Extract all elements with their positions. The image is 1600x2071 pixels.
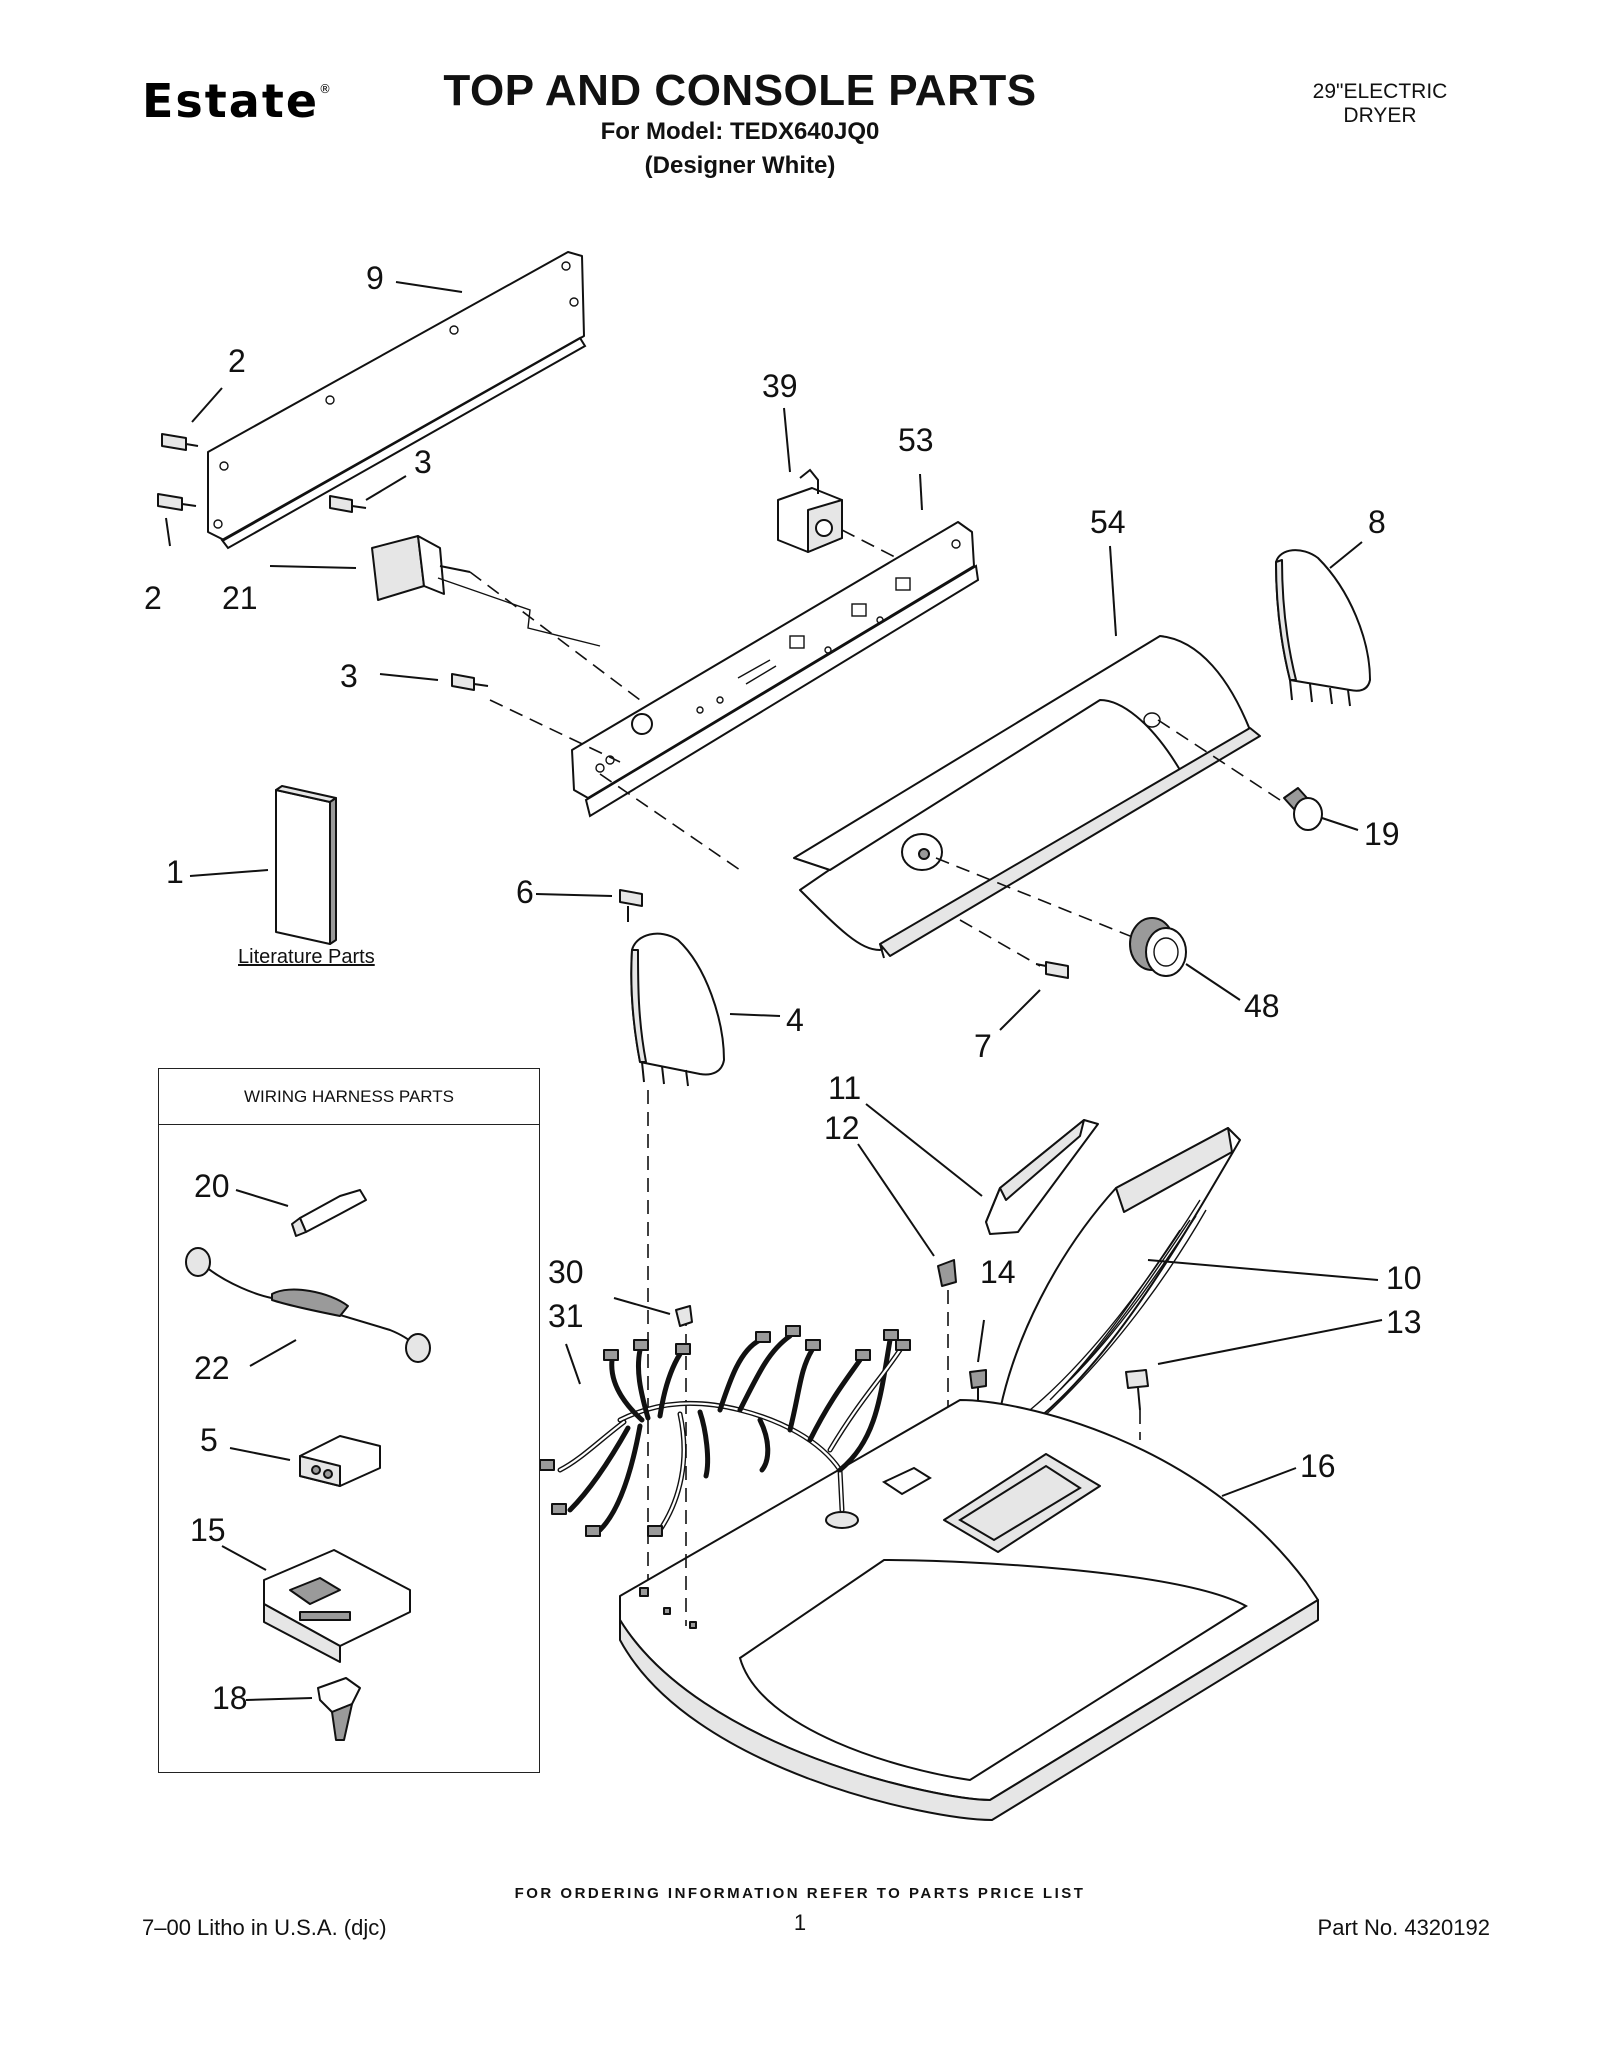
wiring-harness-parts-title: WIRING HARNESS PARTS [159,1069,539,1125]
callout-leaders [165,281,1383,1701]
part-3-screw-upper [329,495,367,513]
callout-1: 1 [166,854,184,890]
part-18-clip [317,1677,361,1741]
callout-4: 4 [786,1002,804,1038]
part-7-screw [1035,961,1069,979]
part-1-literature [275,785,337,945]
callout-53: 53 [898,422,934,458]
part-2-screw-upper [161,433,199,451]
dryer-type-line1: 29"ELECTRIC [1312,80,1448,103]
brand-registered-mark: ® [319,82,334,96]
callout-12: 12 [824,1110,860,1146]
ordering-information: FOR ORDERING INFORMATION REFER TO PARTS … [514,1885,1086,1902]
page-number: 1 [793,1910,807,1935]
part-19-knob [1283,787,1323,831]
part-8-end-cap-right [1275,549,1371,707]
part-2-screw-lower [157,493,197,511]
part-39-timer [777,468,941,581]
part-13-screw [1125,1369,1149,1440]
page-title: TOP AND CONSOLE PARTS [443,66,1037,115]
part-54-console [793,635,1281,967]
dryer-type: 29"ELECTRIC DRYER [1270,80,1490,128]
literature-parts-label: Literature Parts [238,946,375,968]
callout-14: 14 [980,1254,1016,1290]
part-6-screw [619,889,643,922]
part-12-clip [937,1259,957,1500]
callout-3-lower: 3 [340,658,358,694]
color-line: (Designer White) [644,152,836,179]
model-line: For Model: TEDX640JQ0 [600,118,880,145]
part-5-connector [299,1435,381,1487]
callout-31: 31 [548,1298,584,1334]
callout-19: 19 [1364,816,1400,852]
part-9-rear-panel [207,251,587,550]
part-11-lint-screen-frame [985,1119,1099,1235]
wiring-harness-parts-box: WIRING HARNESS PARTS [158,1068,540,1773]
callout-3-upper: 3 [414,444,432,480]
callout-9: 9 [366,260,384,296]
part-22-thermal-fuse [185,1247,431,1363]
part-number: Part No. 4320192 [1317,1915,1490,1940]
callout-54: 54 [1090,504,1126,540]
callout-5: 5 [200,1422,218,1458]
litho-info: 7–00 Litho in U.S.A. (djc) [142,1915,387,1940]
part-53-console-bracket [571,521,980,818]
callout-20: 20 [194,1168,230,1204]
part-16-top [619,1399,1319,1821]
part-48-knob [1129,917,1187,977]
callout-13: 13 [1386,1304,1422,1340]
callout-16: 16 [1300,1448,1336,1484]
part-14-screw [969,1369,987,1402]
part-4-end-cap-left [630,932,725,1087]
callout-8: 8 [1368,504,1386,540]
callout-10: 10 [1386,1260,1422,1296]
callout-2-upper: 2 [228,343,246,379]
callout-30: 30 [548,1254,584,1290]
callout-15: 15 [190,1512,226,1548]
callout-39: 39 [762,368,798,404]
part-30-harness-clip [675,1305,693,1327]
callout-21: 21 [222,580,258,616]
callout-18: 18 [212,1680,248,1716]
callout-6: 6 [516,874,534,910]
callout-22: 22 [194,1350,230,1386]
dryer-type-line2: DRYER [1343,104,1417,127]
brand-name: Estate [142,74,320,128]
part-31-wiring-harness [539,1325,911,1537]
part-21-switch [371,535,641,701]
callout-48: 48 [1244,988,1280,1024]
part-3-screw-lower [451,673,489,691]
callout-2-lower: 2 [144,580,162,616]
part-20-terminal [291,1189,367,1237]
part-15-terminal-block [263,1549,411,1663]
brand-logo: Estate® [142,74,333,128]
callout-7: 7 [974,1028,992,1064]
callout-11: 11 [828,1070,862,1106]
